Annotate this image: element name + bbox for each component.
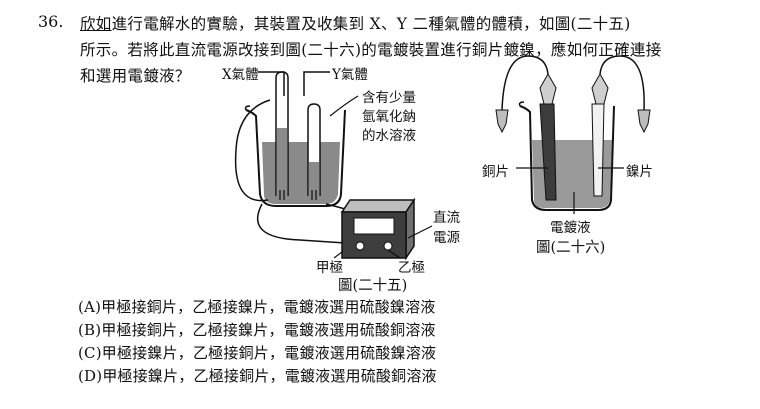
electrolysis-apparatus [234,71,393,245]
dc-power-supply [333,197,433,261]
option-c: (C)甲極接鎳片，乙極接銅片，電鍍液選用硫酸鎳溶液 [78,344,437,362]
x-gas-label: X氣體 [222,67,259,83]
solution-label-line-3: 的水溶液 [362,128,416,144]
option-d: (D)甲極接鎳片，乙極接銅片，電鍍液選用硫酸銅溶液 [78,367,437,385]
question-line-1-text: 進行電解水的實驗，其裝置及收集到 X、Y 二種氣體的體積，如圖(二十五) [111,15,631,33]
solution-label-line-2: 氫氧化鈉 [362,109,416,125]
electroplating-apparatus [495,55,651,214]
figure-26-caption: 圖(二十六) [536,240,606,256]
nickel-plate-label: 鎳片 [626,164,653,180]
power-supply-label: 直流 電源 [433,208,460,248]
copper-plate-label: 銅片 [482,164,509,180]
electrode-a-label: 甲極 [316,260,343,276]
electrode-b-label: 乙極 [398,260,425,276]
option-a: (A)甲極接銅片，乙極接鎳片，電鍍液選用硫酸鎳溶液 [78,298,436,316]
plating-solution-label: 電鍍液 [550,220,591,236]
question-number: 36. [38,12,64,31]
student-name: 欣如 [80,15,112,33]
option-b: (B)甲極接銅片，乙極接鎳片，電鍍液選用硫酸銅溶液 [78,321,436,339]
solution-label-line-1: 含有少量 [362,90,416,106]
question-line-1: 欣如進行電解水的實驗，其裝置及收集到 X、Y 二種氣體的體積，如圖(二十五) [80,12,631,34]
y-gas-label: Y氣體 [332,67,368,83]
power-supply-label-line-1: 直流 [433,210,460,226]
solution-label: 含有少量 氫氧化鈉 的水溶液 [362,89,416,146]
question-line-3: 和選用電鍍液？ [80,67,191,85]
figure-25-caption: 圖(二十五) [338,278,408,294]
question-line-2: 所示。若將此直流電源改接到圖(二十六)的電鍍裝置進行銅片鍍鎳，應如何正確連接 [80,41,662,59]
power-supply-label-line-2: 電源 [433,230,460,246]
